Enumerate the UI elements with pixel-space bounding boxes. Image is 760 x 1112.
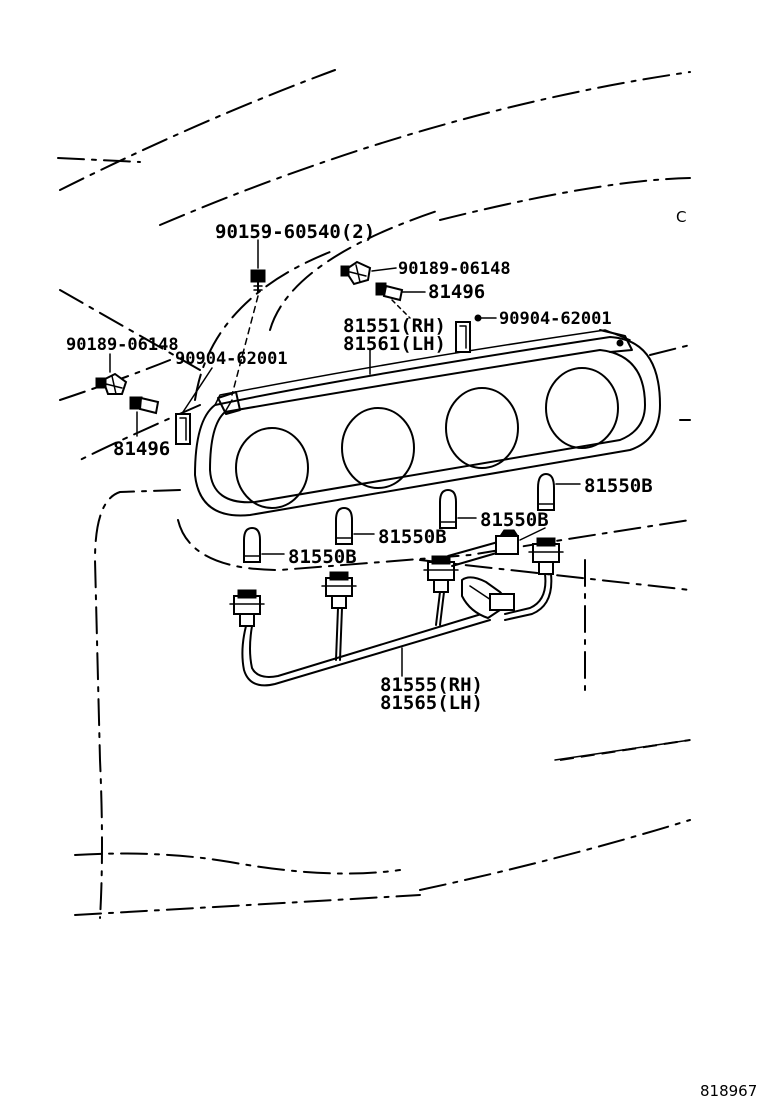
label-clip-left: 90904-62001 bbox=[175, 349, 288, 369]
bulb-3-icon bbox=[439, 488, 477, 529]
label-grommet-left: 81496 bbox=[113, 438, 170, 460]
label-harness-lh: 81565(LH) bbox=[380, 692, 483, 714]
label-bulb-3: 81550B bbox=[480, 509, 549, 531]
nut-left-icon bbox=[95, 353, 128, 395]
lamp-lens-assembly bbox=[194, 329, 661, 517]
bulb-1-icon bbox=[243, 526, 285, 563]
grommet-top-right-icon bbox=[375, 282, 426, 319]
bulb-4-icon bbox=[537, 472, 581, 511]
clip-left-icon bbox=[175, 367, 213, 445]
bolt-top-icon bbox=[231, 239, 266, 396]
wire-harness-icon bbox=[229, 527, 564, 687]
label-clip-right: 90904-62001 bbox=[499, 309, 612, 329]
label-harness-rh: 81555(RH) bbox=[380, 674, 483, 696]
label-bolt-top: 90159-60540(2) bbox=[215, 221, 375, 243]
label-nut-top-right: 90189-06148 bbox=[398, 259, 511, 279]
label-bulb-2: 81550B bbox=[378, 526, 447, 548]
label-lens-lh: 81561(LH) bbox=[343, 333, 446, 355]
label-nut-left: 90189-06148 bbox=[66, 335, 179, 355]
grommet-left-icon bbox=[129, 396, 160, 437]
label-lens-rh: 81551(RH) bbox=[343, 315, 446, 337]
label-grommet-top-right: 81496 bbox=[428, 281, 485, 303]
bulb-2-icon bbox=[335, 506, 375, 545]
corner-mark: C bbox=[676, 208, 686, 226]
label-bulb-1: 81550B bbox=[288, 546, 357, 568]
figure-code: 818967 bbox=[700, 1082, 757, 1100]
label-bulb-4: 81550B bbox=[584, 475, 653, 497]
nut-top-right-icon bbox=[340, 260, 397, 286]
clip-right-icon bbox=[455, 314, 497, 353]
